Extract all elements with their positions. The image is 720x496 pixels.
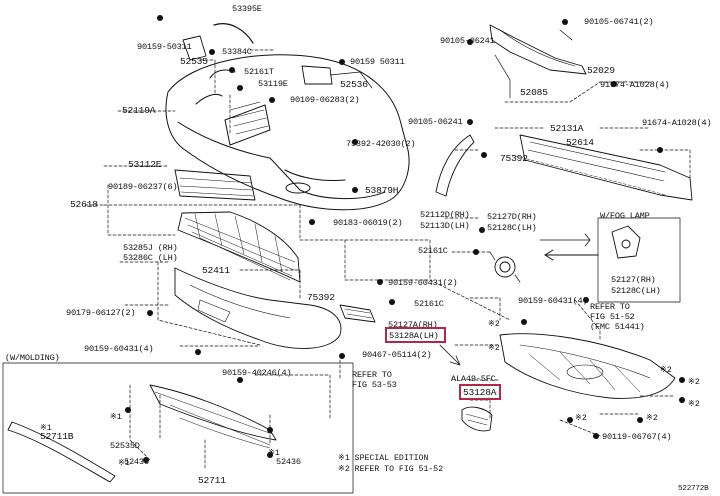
label-75392: 75392	[307, 292, 335, 303]
label-90109-06283: 90109-06283(2)	[290, 95, 360, 105]
marker-2-b: ※2	[488, 344, 500, 353]
label-52127-fog: 52127(RH)	[611, 275, 656, 285]
marker-2-d: ※2	[688, 378, 700, 387]
label-90159-40246: 90159-40246(4)	[222, 368, 292, 378]
side-retainer-shape	[435, 134, 475, 197]
marker-1-c: ※1	[118, 459, 130, 468]
label-75392-right: 75392	[500, 153, 528, 164]
label-90105-06241a: 90105-06241	[440, 36, 495, 46]
label-53286C: 53286C (LH)	[123, 253, 178, 263]
upper-bracket-shape	[489, 24, 587, 99]
label-52128C-fog: 52128C(LH)	[611, 286, 661, 296]
label-53128A-LH: 53128A(LH)	[389, 331, 439, 341]
label-53112E: 53112E	[128, 159, 162, 170]
label-90159-50311: 90159-50311	[137, 42, 192, 52]
fog-lamp-box	[597, 217, 681, 303]
label-52711: 52711	[198, 475, 226, 486]
clip-52535	[182, 35, 207, 61]
molding-group-box	[2, 362, 354, 494]
label-refer-53-53: REFER TO FIG 53-53	[352, 370, 397, 390]
label-52535D: 52535D	[110, 441, 140, 451]
label-52436-left: 52436	[124, 457, 149, 467]
lower-grille-shape	[177, 211, 301, 283]
label-refer-51-52: REFER TO FIG 51-52 (FMC 51441)	[590, 302, 645, 332]
label-90179-06127: 90179-06127(2)	[66, 308, 136, 318]
label-91674-A1028a: 91674-A1028(4)	[600, 80, 670, 90]
molding-main-shape	[149, 384, 277, 449]
figure-id: 522772B	[678, 485, 709, 493]
label-90189-06237: 90189-06237(6)	[108, 182, 178, 192]
label-53128A: 53128A	[463, 387, 497, 398]
label-91674-A1028b: 91674-A1028(4)	[642, 118, 712, 128]
marker-2-f: ※2	[646, 414, 658, 423]
label-53384C: 53384C	[222, 47, 252, 57]
note-special-edition: ※1 SPECIAL EDITION	[338, 454, 429, 463]
label-53119E: 53119E	[258, 79, 288, 89]
label-53395E: 53395E	[232, 4, 262, 14]
label-90183-06019: 90183-06019(2)	[333, 218, 403, 228]
under-cover-shape	[499, 333, 676, 399]
label-52618: 52618	[70, 199, 98, 210]
label-53285J: 53285J (RH)	[123, 243, 178, 253]
label-53879H: 53879H	[365, 185, 399, 196]
label-90159-60431c: 90159-60431(4)	[518, 296, 588, 306]
label-52085: 52085	[520, 87, 548, 98]
fastener-shapes	[125, 15, 685, 463]
marker-1-d: ※1	[268, 449, 280, 458]
label-90105-06241b: 90105-06241	[408, 117, 463, 127]
marker-1-a: ※1	[110, 413, 122, 422]
label-52112D: 52112D(RH)	[420, 210, 470, 220]
label-52127A: 52127A(RH)	[388, 320, 438, 330]
label-52161C-a: 52161C	[414, 299, 444, 309]
label-52119A: 52119A	[122, 105, 156, 116]
label-52113D: 52113D(LH)	[420, 221, 470, 231]
marker-2-e: ※2	[688, 400, 700, 409]
label-52711B: 52711B	[40, 431, 74, 442]
label-52029: 52029	[587, 65, 615, 76]
marker-2-c: ※2	[660, 366, 672, 375]
label-90119-06767: 90119-06767(4)	[602, 432, 672, 442]
leader-lines	[84, 49, 691, 471]
label-90105-06741: 90105-06741(2)	[584, 17, 654, 27]
reinforcement-shape	[511, 134, 693, 201]
label-90467-05114: 90467-05114(2)	[362, 350, 432, 360]
label-52614: 52614	[566, 137, 594, 148]
highlight-53128A	[459, 384, 501, 400]
fog-cover-upper-shape	[339, 304, 376, 323]
marker-2-g: ※2	[575, 414, 587, 423]
label-90159-60431b: 90159-60431(4)	[84, 344, 154, 354]
label-52128C: 52128C(LH)	[487, 223, 537, 233]
label-90159-50311b: 90159 50311	[350, 57, 405, 67]
fog-cover-lower-shape	[461, 406, 493, 432]
marker-1-b: ※1	[40, 424, 52, 433]
label-ala49: ALA49-5FC	[451, 374, 496, 384]
bumper-cover-shape	[165, 54, 410, 211]
label-52131A: 52131A	[550, 123, 584, 134]
label-with-molding: (W/MOLDING)	[5, 353, 60, 363]
note-refer-51-52: ※2 REFER TO FIG 51-52	[338, 465, 444, 474]
fog-bracket-shape	[489, 251, 521, 283]
label-52536: 52536	[340, 79, 368, 90]
bracket-52536	[301, 65, 333, 85]
label-90159-60431a: 90159-60431(2)	[388, 278, 458, 288]
label-52411: 52411	[202, 265, 230, 276]
fog-lamp-part-shape	[611, 225, 641, 259]
lower-spoiler-shape	[174, 267, 342, 349]
label-75392-42030: 75392-42030(2)	[346, 139, 416, 149]
label-with-fog-lamp: W/FOG LAMP	[600, 211, 650, 221]
molding-left-shape	[7, 421, 116, 483]
marker-2-a: ※2	[488, 320, 500, 329]
highlight-53128A-LH	[385, 327, 446, 343]
wire-53395E	[213, 23, 254, 44]
label-52161T: 52161T	[244, 67, 274, 77]
label-52161C-b: 52161C	[418, 246, 448, 256]
upper-grille-strip	[174, 169, 256, 201]
label-52436-right: 52436	[276, 457, 301, 467]
label-52127D: 52127D(RH)	[487, 212, 537, 222]
label-52535: 52535	[180, 56, 208, 67]
